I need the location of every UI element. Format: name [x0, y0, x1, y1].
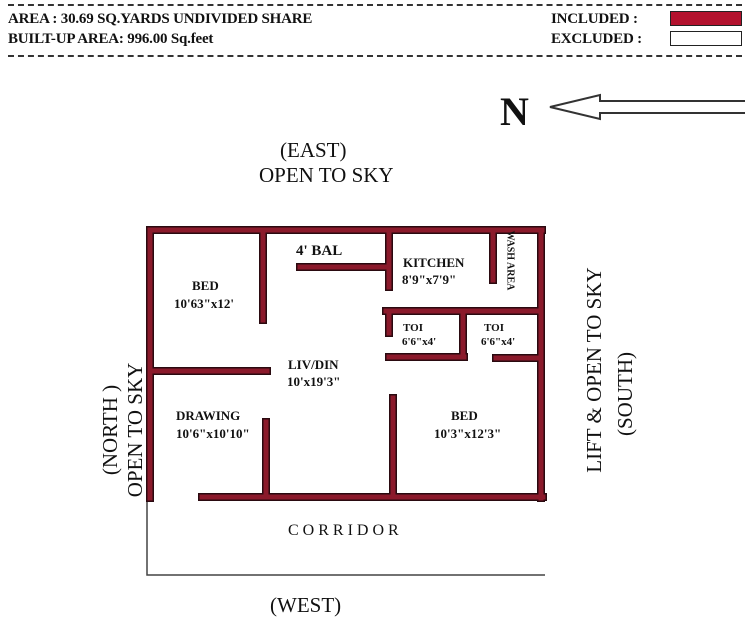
toilet2-size: 6'6"x4'	[481, 336, 516, 348]
east-label: (EAST)	[280, 138, 347, 162]
south-label: (SOUTH)	[613, 352, 637, 436]
bed1-name: BED	[192, 278, 219, 293]
east-open-to-sky: OPEN TO SKY	[259, 163, 394, 187]
kitchen-size: 8'9"x7'9"	[402, 272, 457, 287]
toilet1-name: TOI	[403, 322, 423, 334]
drawing-size: 10'6"x10'10"	[176, 426, 250, 441]
north-label: (NORTH )	[98, 384, 122, 476]
arrow-left-icon	[549, 93, 745, 121]
toilet1-size: 6'6"x4'	[402, 336, 437, 348]
bed1-size: 10'63"x12'	[174, 296, 234, 311]
area-text: AREA : 30.69 SQ.YARDS UNDIVIDED SHARE	[8, 11, 313, 27]
included-label: INCLUDED :	[551, 11, 638, 27]
walls	[146, 226, 547, 502]
wash-area-label: WASH AREA	[504, 230, 516, 291]
west-label: (WEST)	[270, 593, 342, 617]
divider	[8, 4, 742, 6]
bed2-name: BED	[451, 408, 478, 423]
drawing-name: DRAWING	[176, 408, 241, 423]
livdin-size: 10'x19'3"	[287, 374, 341, 389]
kitchen-name: KITCHEN	[403, 255, 465, 270]
south-lift-open-to-sky: LIFT & OPEN TO SKY	[582, 267, 606, 473]
built-up-area-text: BUILT-UP AREA: 996.00 Sq.feet	[8, 31, 214, 47]
bed2-size: 10'3"x12'3"	[434, 426, 502, 441]
included-swatch	[670, 11, 742, 26]
north-open-to-sky: OPEN TO SKY	[123, 362, 147, 498]
balcony-label: 4' BAL	[296, 243, 343, 259]
divider	[8, 55, 742, 57]
toilet2-name: TOI	[484, 322, 504, 334]
compass-north-label: N	[500, 89, 529, 134]
excluded-label: EXCLUDED :	[551, 31, 642, 47]
livdin-name: LIV/DIN	[288, 357, 339, 372]
excluded-swatch	[670, 31, 742, 46]
corridor-label: CORRIDOR	[288, 522, 403, 539]
